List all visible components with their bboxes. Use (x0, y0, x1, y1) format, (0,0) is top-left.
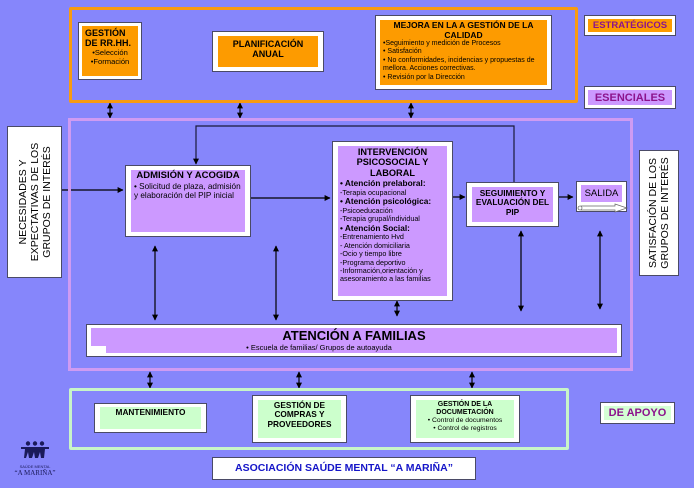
organization-banner: ASOCIACIÓN SAÚDE MENTAL “A MARIÑA” (212, 457, 476, 480)
people-logo-icon (21, 441, 49, 458)
planning-box: PLANIFICACIÓN ANUAL (212, 31, 324, 72)
planning-title: PLANIFICACIÓN ANUAL (232, 39, 304, 60)
purchases-title: GESTIÓN DE COMPRAS Y PROVEEDORES (267, 400, 332, 429)
quality-item: • No conformidades, incidencias y propue… (383, 56, 535, 73)
intervention-box: INTERVENCIÓN PSICOSOCIAL Y LABORAL • Ate… (332, 141, 453, 301)
rrhh-item: •Selección (92, 48, 128, 58)
admission-title: ADMISIÓN Y ACOGIDA (136, 170, 240, 181)
stakeholder-satisfaction-text: SATISFACIÓN DE LOS GRUPOS DE INTERÉS (647, 157, 672, 269)
stakeholder-needs-box: NECESIDADES Y EXPECTATIVAS DE LOS GRUPOS… (7, 126, 62, 278)
documentation-box: GESTIÓN DE LA DOCUMETACIÓN • Control de … (410, 395, 520, 443)
intervention-item: -Ocio y tiempo libre (340, 249, 402, 259)
exit-box: SALIDA (576, 181, 629, 213)
quality-item: • Satisfación (383, 48, 422, 56)
intervention-item: -Información,orientación y asesoramiento… (340, 265, 431, 284)
admission-text: • Solicitud de plaza, admisión y elabora… (134, 181, 241, 201)
families-notch (91, 346, 106, 353)
intervention-item: -Programa deportivo (340, 257, 406, 267)
rrhh-item: •Formación (90, 57, 130, 67)
logo-name: “A MARIÑA” (14, 469, 56, 477)
quality-title: MEJORA EN LA A GESTIÓN DE LA CALIDAD (393, 20, 534, 40)
logo: SAÚDE MENTAL “A MARIÑA” (10, 441, 60, 481)
exit-arrow-icon (577, 203, 629, 213)
support-label: DE APOYO (600, 402, 675, 424)
rrhh-box: GESTIÓN DE RR.HH. •Selección •Formación (78, 22, 142, 80)
quality-item: •Seguimiento y medición de Procesos (383, 40, 501, 48)
organization-name: ASOCIACIÓN SAÚDE MENTAL “A MARIÑA” (235, 462, 453, 474)
intervention-list: • Atención prelaboral:-Terapia ocupacion… (340, 177, 445, 284)
intervention-item: - Atención domiciliaria (340, 240, 410, 250)
intervention-section-heading: • Atención psicológica: (340, 196, 432, 207)
strategic-label: ESTRATÉGICOS (584, 15, 676, 36)
rrhh-title: GESTIÓN DE RR.HH. (85, 28, 132, 49)
support-processes-frame (69, 388, 569, 450)
maintenance-title: MANTENIMIENTO (115, 407, 186, 417)
followup-box: SEGUIMIENTO Y EVALUACIÓN DEL PIP (466, 182, 559, 227)
strategic-processes-frame (69, 7, 578, 103)
intervention-item: -Entrenamiento Hvd (340, 232, 404, 242)
followup-title: SEGUIMIENTO Y EVALUACIÓN DEL PIP (475, 188, 550, 217)
intervention-item: -Terapia grupal/individual (340, 214, 420, 224)
quality-item: • Revisión por la Dirección (383, 73, 465, 81)
intervention-item: -Psicoeducación (340, 205, 393, 215)
intervention-section-heading: • Atención Social: (340, 222, 410, 233)
exit-title: SALIDA (581, 185, 622, 202)
families-box: ATENCIÓN A FAMILIAS • Escuela de familia… (86, 324, 622, 357)
admission-box: ADMISIÓN Y ACOGIDA • Solicitud de plaza,… (125, 165, 251, 237)
logo-subtitle: SAÚDE MENTAL (19, 464, 51, 469)
documentation-item: • Control de documentos (427, 416, 503, 424)
maintenance-box: MANTENIMIENTO (94, 403, 207, 433)
purchases-box: GESTIÓN DE COMPRAS Y PROVEEDORES (252, 395, 347, 443)
intervention-title: INTERVENCIÓN PSICOSOCIAL Y LABORAL (356, 147, 429, 178)
documentation-item: • Control de registros (433, 425, 497, 433)
quality-box: MEJORA EN LA A GESTIÓN DE LA CALIDAD •Se… (375, 15, 552, 90)
intervention-item: -Terapia ocupacional (340, 187, 407, 197)
documentation-title: GESTIÓN DE LA DOCUMETACIÓN (436, 401, 494, 416)
families-text: • Escuela de familias/ Grupos de autoayu… (246, 343, 392, 352)
essential-label: ESENCIALES (584, 86, 676, 109)
essential-processes-frame (68, 118, 633, 371)
stakeholder-satisfaction-box: SATISFACIÓN DE LOS GRUPOS DE INTERÉS (639, 150, 679, 276)
families-title: ATENCIÓN A FAMILIAS (282, 328, 426, 343)
stakeholder-needs-text: NECESIDADES Y EXPECTATIVAS DE LOS GRUPOS… (17, 142, 54, 262)
intervention-section-heading: • Atención prelaboral: (340, 177, 426, 188)
